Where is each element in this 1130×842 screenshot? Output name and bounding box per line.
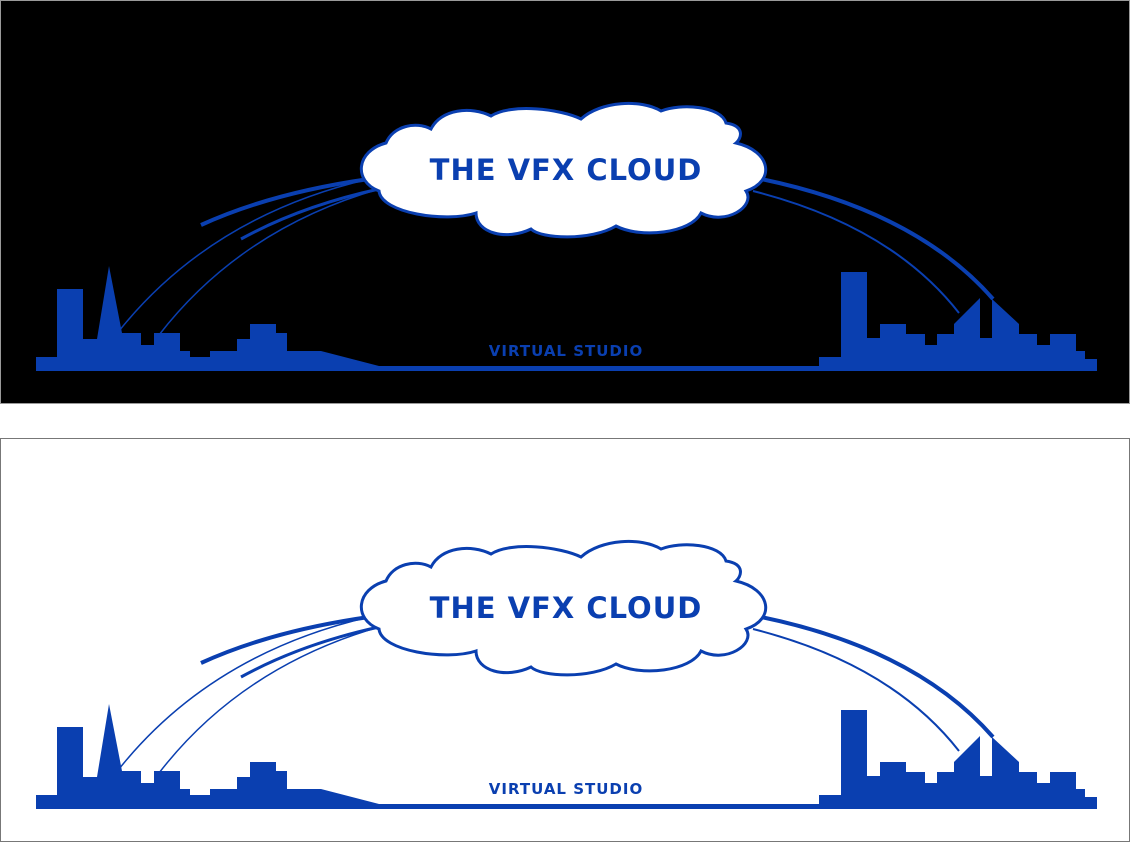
city-skyline <box>36 266 1097 371</box>
left-inner-arc <box>158 626 380 774</box>
left-outer-arc <box>118 178 370 332</box>
left-outer-arc-thick <box>200 615 370 665</box>
left-outer-arc-thick <box>200 177 370 227</box>
left-outer-arc <box>118 616 370 770</box>
logo-subtitle: VIRTUAL STUDIO <box>489 780 643 798</box>
left-inner-arc-thick <box>240 625 380 679</box>
right-inner-arc <box>752 628 960 752</box>
cloud-shape <box>360 539 768 677</box>
city-skyline <box>36 704 1097 809</box>
right-outer-arc <box>760 177 995 301</box>
right-inner-arc <box>752 190 960 314</box>
left-inner-arc <box>158 188 380 336</box>
logo-art <box>36 101 1097 371</box>
logo-graphic: THE VFX CLOUD VIRTUAL STUDIO <box>36 101 1097 371</box>
logo-subtitle: VIRTUAL STUDIO <box>489 342 643 360</box>
logo-graphic: THE VFX CLOUD VIRTUAL STUDIO <box>36 539 1097 809</box>
left-inner-arc-thick <box>240 187 380 241</box>
right-outer-arc <box>760 615 995 739</box>
logo-title: THE VFX CLOUD <box>430 591 703 625</box>
logo-dark-variant: THE VFX CLOUD VIRTUAL STUDIO <box>0 0 1130 404</box>
logo-light-variant: THE VFX CLOUD VIRTUAL STUDIO <box>0 438 1130 842</box>
logo-title: THE VFX CLOUD <box>430 153 703 187</box>
logo-art <box>36 539 1097 809</box>
cloud-shape <box>360 101 768 239</box>
